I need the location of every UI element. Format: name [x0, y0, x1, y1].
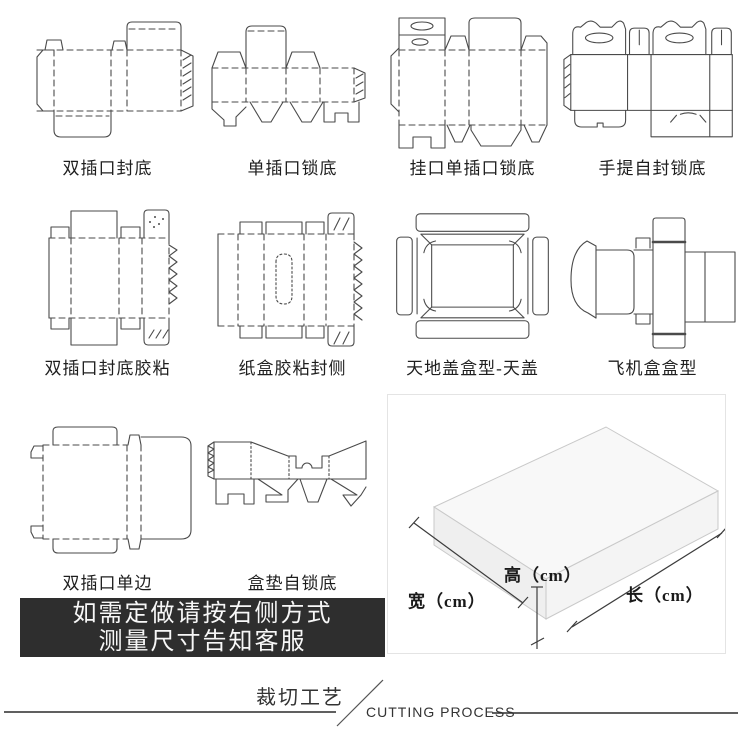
dieline-label: 手提自封锁底: [598, 159, 707, 178]
footer-title-english: CUTTING PROCESS: [366, 704, 516, 720]
dieline-label: 天地盖盒型-天盖: [406, 359, 539, 378]
dieline-label: 双插口单边: [62, 574, 153, 593]
dieline-label: 双插口封底胶粘: [44, 359, 171, 378]
dieline-label: 纸盒胶粘封侧: [238, 359, 347, 378]
width-dimension-label: 宽（cm）: [408, 591, 486, 611]
dieline-label: 盒垫自锁底: [247, 574, 338, 593]
dieline-card-single-tuck-lock-bottom: 单插口锁底: [200, 10, 385, 179]
dieline-carton-glued-side-seal-diagram: [216, 212, 363, 347]
dieline-card-top-bottom-lid-box: 天地盖盒型-天盖: [385, 200, 560, 379]
dieline-label: 双插口封底: [62, 159, 153, 178]
custom-order-notice-banner: 如需定做请按右侧方式 测量尺寸告知客服: [20, 598, 385, 657]
measurement-panel: 宽（cm） 高（cm） 长（cm）: [387, 394, 726, 654]
dieline-card-double-tuck-seal-bottom-glued: 双插口封底胶粘: [15, 200, 200, 379]
dieline-label: 单插口锁底: [247, 159, 338, 178]
dieline-label: 挂口单插口锁底: [409, 159, 536, 178]
dieline-double-tuck-single-side-diagram: [30, 426, 192, 554]
dieline-double-tuck-seal-bottom-glued-diagram: [47, 209, 178, 346]
dieline-hang-hole-single-tuck-lock-bottom-diagram: [389, 17, 548, 149]
height-dimension-label: 高（cm）: [504, 565, 582, 585]
dieline-card-handle-self-seal-lock-bottom: 手提自封锁底: [560, 10, 745, 179]
footer-divider-lines: [4, 679, 738, 727]
dieline-card-box-pad-self-lock-bottom: 盒垫自锁底: [200, 415, 385, 594]
dieline-card-hang-hole-single-tuck-lock-bottom: 挂口单插口锁底: [385, 10, 560, 179]
dieline-top-bottom-lid-box-diagram: [396, 213, 549, 339]
dieline-handle-self-seal-lock-bottom-diagram: [562, 20, 733, 138]
footer-title-chinese: 裁切工艺: [256, 687, 344, 709]
dieline-card-double-tuck-seal-bottom: 双插口封底: [15, 10, 200, 179]
box-measurement-diagram: 宽（cm） 高（cm） 长（cm）: [408, 426, 725, 649]
dieline-card-carton-glued-side-seal: 纸盒胶粘封侧: [200, 200, 385, 379]
dieline-box-pad-self-lock-bottom-diagram: [207, 440, 367, 507]
dieline-double-tuck-seal-bottom-diagram: [35, 21, 194, 138]
dimension-lines: [408, 516, 725, 649]
dieline-label: 飞机盒盒型: [607, 359, 698, 378]
dieline-card-double-tuck-single-side: 双插口单边: [15, 415, 200, 594]
dieline-airplane-box-diagram: [569, 217, 736, 349]
dieline-card-airplane-box: 飞机盒盒型: [560, 200, 745, 379]
dieline-single-tuck-lock-bottom-diagram: [210, 25, 366, 127]
notice-line-1: 如需定做请按右侧方式: [72, 599, 333, 627]
length-dimension-label: 长（cm）: [626, 585, 704, 605]
notice-line-2: 测量尺寸告知客服: [98, 627, 307, 655]
